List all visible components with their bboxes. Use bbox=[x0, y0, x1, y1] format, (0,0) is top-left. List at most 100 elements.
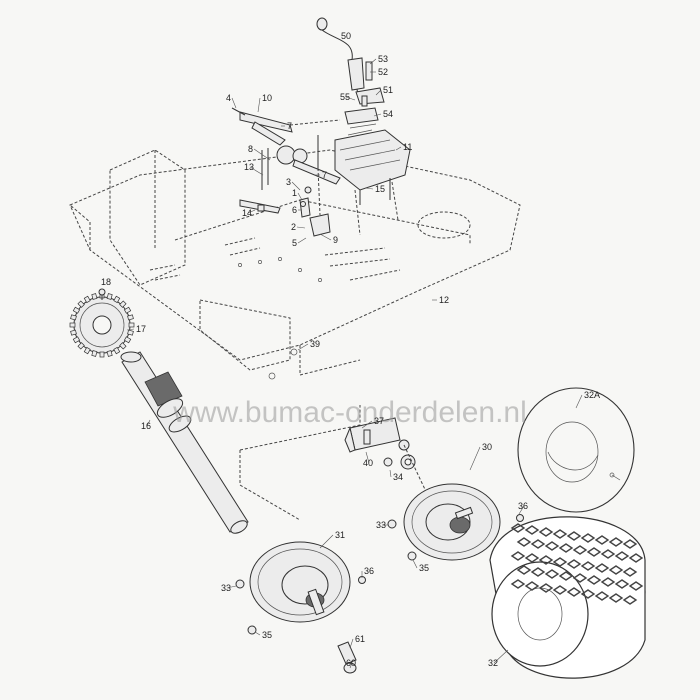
tyre-tread-block bbox=[572, 545, 588, 555]
leader-line bbox=[345, 96, 356, 101]
tyre-tread-block bbox=[538, 555, 554, 565]
tyre-tread-block bbox=[510, 523, 526, 533]
tyre-tread-block bbox=[572, 573, 588, 583]
tyre-tread-block bbox=[622, 595, 638, 605]
sprocket-tooth bbox=[77, 342, 85, 350]
tyre-tread-block bbox=[552, 557, 568, 567]
sprocket-tooth bbox=[128, 322, 135, 328]
tyre-tread-block bbox=[628, 553, 644, 563]
part-label-55: 55 bbox=[340, 92, 350, 102]
sprocket-tooth bbox=[77, 300, 85, 308]
part-label-8: 8 bbox=[248, 144, 253, 154]
tyre-tread-block bbox=[544, 541, 560, 551]
axle bbox=[120, 351, 361, 534]
leader-line bbox=[575, 394, 583, 409]
leader-line bbox=[291, 181, 301, 191]
sprocket-tooth bbox=[106, 293, 113, 300]
part-label-36: 36 bbox=[364, 566, 374, 576]
sprocket-tooth bbox=[123, 306, 132, 314]
axle-bracket bbox=[344, 417, 431, 501]
part-label-6: 6 bbox=[292, 205, 297, 215]
leader-line bbox=[389, 469, 392, 478]
leader-line bbox=[518, 505, 525, 515]
part-label-12: 12 bbox=[439, 295, 449, 305]
part-label-14: 14 bbox=[242, 208, 252, 218]
sprocket-tooth bbox=[70, 314, 77, 321]
tyre-tread-block bbox=[566, 587, 582, 597]
part-label-30: 30 bbox=[482, 442, 492, 452]
part-label-53: 53 bbox=[378, 54, 388, 64]
tyre-tread-block bbox=[600, 549, 616, 559]
tyre-tread-block bbox=[608, 537, 624, 547]
tyre-tread-block bbox=[622, 539, 638, 549]
leader-line bbox=[296, 226, 306, 229]
tyre-tread-block bbox=[594, 591, 610, 601]
sprocket bbox=[69, 288, 135, 358]
tyre-tread-block bbox=[580, 561, 596, 571]
part-label-51: 51 bbox=[383, 85, 393, 95]
part-label-61: 61 bbox=[355, 634, 365, 644]
tyre-tread-block bbox=[594, 535, 610, 545]
leader-line bbox=[349, 638, 354, 649]
part-label-15: 15 bbox=[375, 184, 385, 194]
part-label-13: 13 bbox=[244, 162, 254, 172]
sprocket-tooth bbox=[83, 295, 91, 304]
part-label-35: 35 bbox=[262, 630, 272, 640]
sprocket-tooth bbox=[70, 329, 77, 336]
part-label-3: 3 bbox=[286, 177, 291, 187]
tyre-tread-block bbox=[622, 567, 638, 577]
leader-line bbox=[297, 237, 307, 244]
tyre-tread-block bbox=[566, 559, 582, 569]
tyre-tread-block bbox=[538, 583, 554, 593]
tyre-tread-block bbox=[614, 551, 630, 561]
sprocket-tooth bbox=[119, 342, 127, 350]
tyre-tread-block bbox=[524, 553, 540, 563]
leader-line bbox=[369, 58, 377, 65]
leader-line bbox=[226, 585, 237, 589]
part-label-7: 7 bbox=[287, 121, 292, 131]
part-label-54: 54 bbox=[383, 109, 393, 119]
tyre-tread-block bbox=[524, 581, 540, 591]
sprocket-tooth bbox=[119, 300, 127, 308]
sprocket-tooth bbox=[91, 350, 98, 357]
part-label-40: 40 bbox=[363, 458, 373, 468]
tyre-tread-block bbox=[510, 551, 526, 561]
tyre-tread-block bbox=[510, 579, 526, 589]
tyre-tread-block bbox=[600, 577, 616, 587]
part-label-32: 32 bbox=[488, 658, 498, 668]
leader-line bbox=[361, 420, 373, 429]
tyre-tread-block bbox=[586, 547, 602, 557]
sprocket-tooth bbox=[127, 314, 134, 321]
part-label-2: 2 bbox=[291, 222, 296, 232]
tyre-tread-block bbox=[516, 537, 532, 547]
tyre-tread-block bbox=[614, 579, 630, 589]
wheel-rim-rear bbox=[235, 541, 366, 674]
leader-line bbox=[364, 187, 374, 190]
leader-line bbox=[365, 451, 370, 464]
sprocket-tooth bbox=[123, 336, 132, 344]
part-label-5: 5 bbox=[292, 238, 297, 248]
leader-line bbox=[257, 97, 261, 113]
sprocket-tooth bbox=[69, 322, 76, 328]
leader-line bbox=[254, 631, 261, 636]
sprocket-tooth bbox=[99, 351, 105, 358]
tyre bbox=[489, 516, 646, 679]
part-label-16: 16 bbox=[141, 421, 151, 431]
leader-line bbox=[247, 209, 256, 214]
tyre-tread-block bbox=[558, 543, 574, 553]
sprocket-tooth bbox=[113, 295, 121, 304]
part-label-32a: 32A bbox=[584, 390, 600, 400]
leader-line bbox=[395, 146, 402, 151]
part-label-34: 34 bbox=[393, 472, 403, 482]
sprocket-tooth bbox=[127, 329, 134, 336]
sprocket-tooth bbox=[106, 350, 113, 357]
part-label-60: 60 bbox=[346, 658, 356, 668]
tyre-tread-block bbox=[608, 565, 624, 575]
tyre-tread-block bbox=[566, 531, 582, 541]
leader-line bbox=[375, 89, 382, 96]
part-label-33: 33 bbox=[376, 520, 386, 530]
part-label-1: 1 bbox=[292, 188, 297, 198]
part-label-7: 7 bbox=[322, 170, 327, 180]
leader-line bbox=[412, 559, 418, 569]
